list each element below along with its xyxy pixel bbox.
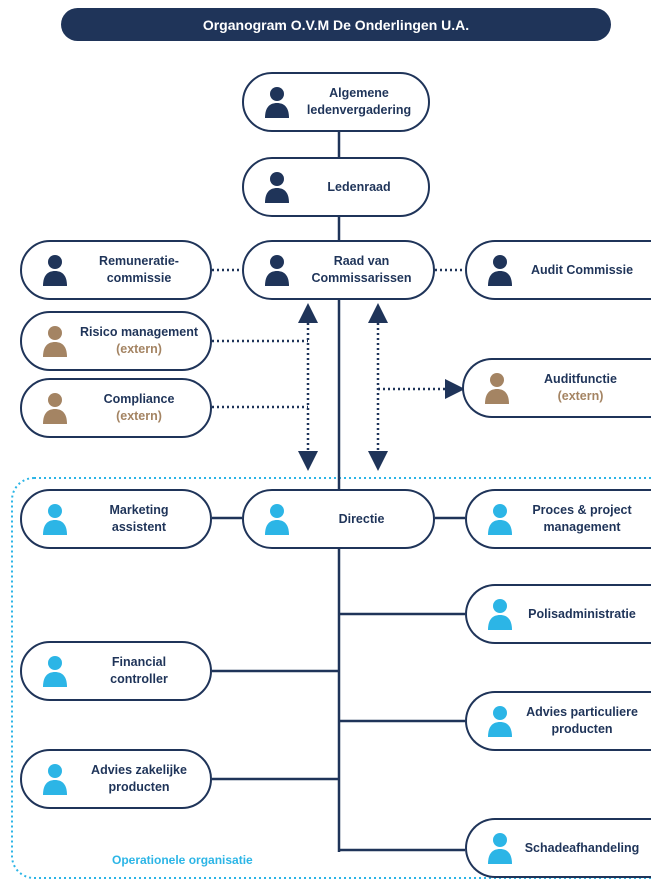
node-label: producten [108,780,170,794]
node-proces-project-management: Proces & project management [465,489,651,549]
node-label: Proces & project [532,503,632,518]
person-icon [265,255,289,286]
node-label: Polisadministratie [528,606,636,621]
node-label: Schadeafhandeling [524,840,640,855]
node-compliance: Compliance (extern) [20,378,212,438]
node-advies-zakelijke-producten: Advies zakelijke producten [20,749,212,809]
person-icon [488,599,512,630]
page-title: Organogram O.V.M De Onderlingen U.A. [61,8,611,41]
node-label: Ledenraad [327,179,391,194]
person-icon [488,833,512,864]
node-remuneratiecommissie: Remuneratie-commissie [20,240,212,300]
node-label: Risico management [79,325,199,340]
node-label: Advies particuliere [526,705,638,720]
node-label: Audit Commissie [530,262,634,277]
node-label: ledenvergadering [306,103,412,117]
person-icon [43,393,67,424]
node-polisadministratie: Polisadministratie [465,584,651,644]
person-icon [43,656,67,687]
person-icon [265,172,289,203]
node-label: Commissarissen [311,271,412,285]
node-schadeafhandeling: Schadeafhandeling [465,818,651,878]
node-label: management [543,520,621,534]
node-label: commissie [106,271,172,285]
person-icon [43,504,67,535]
node-label: Financial [111,655,167,670]
person-icon [265,504,289,535]
node-label: Algemene [329,86,389,101]
node-label: Directie [338,511,385,526]
person-icon [488,706,512,737]
node-sublabel: (extern) [116,409,162,423]
node-label: assistent [111,520,167,534]
node-advies-particuliere-producten: Advies particuliere producten [465,691,651,751]
person-icon [43,326,67,357]
node-audit-commissie: Audit Commissie [465,240,651,300]
node-financial-controller: Financial controller [20,641,212,701]
node-label: Raad van [333,254,390,269]
node-label: Auditfunctie [544,372,617,387]
person-icon [265,87,289,118]
node-label: Compliance [103,392,175,407]
node-auditfunctie: Auditfunctie (extern) [462,358,651,418]
node-algemene-ledenvergadering: Algemene ledenvergadering [242,72,430,132]
person-icon [488,504,512,535]
person-icon [485,373,509,404]
node-label: Advies zakelijke [91,763,187,778]
node-label: Remuneratie- [99,254,179,269]
node-ledenraad: Ledenraad [242,157,430,217]
node-risico-management: Risico management (extern) [20,311,212,371]
person-icon [43,255,67,286]
node-label: controller [110,672,168,686]
operational-organisation-label: Operationele organisatie [112,853,253,867]
node-marketing-assistent: Marketing assistent [20,489,212,549]
node-directie: Directie [242,489,435,549]
person-icon [488,255,512,286]
person-icon [43,764,67,795]
node-label: producten [551,722,613,736]
node-sublabel: (extern) [116,342,162,356]
node-label: Marketing [109,503,169,518]
node-sublabel: (extern) [557,389,604,403]
